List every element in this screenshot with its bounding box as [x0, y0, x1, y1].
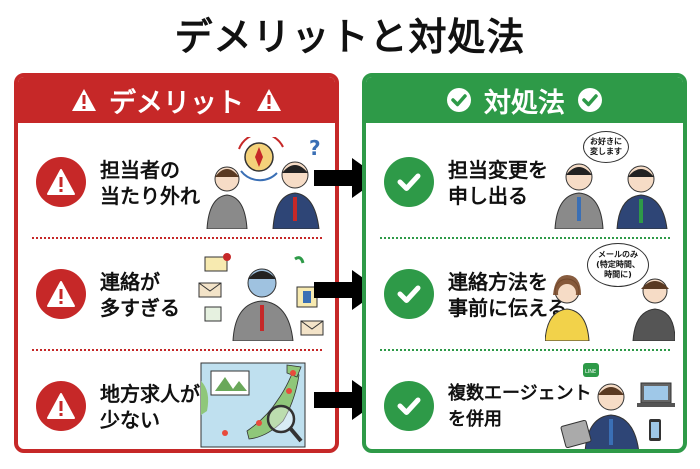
solutions-panel: 対処法 担当変更を 申し出る お好きに 変します 連絡方法を 事前に伝える メー…	[362, 73, 687, 453]
two-men-talking-illustration	[554, 163, 668, 229]
check-icon	[384, 269, 434, 319]
solutions-header-label: 対処法	[484, 87, 565, 119]
demerits-header-label: デメリット	[109, 87, 244, 119]
page-title: デメリットと対処法	[174, 15, 526, 59]
warning-icon	[36, 269, 86, 319]
divider	[32, 237, 322, 239]
solutions-header: 対処法	[366, 77, 683, 123]
check-icon	[384, 157, 434, 207]
demerits-panel: デメリット 担当者の 当たり外れ ? 連絡が 多すぎる	[14, 73, 339, 453]
check-circle-icon	[447, 88, 471, 112]
stressed-man-illustration	[198, 253, 324, 341]
solution-label: 連絡方法を 事前に伝える	[448, 270, 568, 320]
demerit-item: 担当者の 当たり外れ ?	[18, 127, 335, 237]
demerit-label: 地方求人が 少ない	[100, 382, 200, 432]
svg-text:?: ?	[309, 137, 321, 160]
divider	[32, 349, 322, 351]
svg-text:LINE: LINE	[585, 369, 596, 375]
solution-item: 複数エージェント を併用 LINE	[366, 351, 683, 449]
two-women-talking-illustration	[545, 275, 675, 341]
warning-triangle-icon	[72, 89, 96, 111]
solution-label: 複数エージェント を併用	[448, 383, 592, 430]
demerit-label: 連絡が 多すぎる	[100, 270, 180, 320]
japan-map-illustration	[200, 362, 306, 448]
man-with-devices-illustration: LINE	[560, 363, 675, 449]
demerit-item: 連絡が 多すぎる	[18, 239, 335, 349]
two-people-confused-illustration: ?	[206, 137, 321, 229]
speech-bubble: メールのみ (特定時間、 時間に)	[587, 243, 649, 287]
solution-item: 連絡方法を 事前に伝える メールのみ (特定時間、 時間に)	[366, 239, 683, 349]
demerits-header: デメリット	[18, 77, 335, 123]
check-circle-icon	[578, 88, 602, 112]
divider	[380, 237, 670, 239]
warning-triangle-icon	[257, 89, 281, 111]
solution-item: 担当変更を 申し出る お好きに 変します	[366, 127, 683, 237]
demerit-item: 地方求人が 少ない	[18, 351, 335, 449]
speech-bubble: お好きに 変します	[583, 131, 629, 163]
solution-label: 担当変更を 申し出る	[448, 158, 548, 208]
demerit-label: 担当者の 当たり外れ	[100, 158, 200, 208]
warning-icon	[36, 381, 86, 431]
warning-icon	[36, 157, 86, 207]
divider	[380, 349, 670, 351]
check-icon	[384, 381, 434, 431]
